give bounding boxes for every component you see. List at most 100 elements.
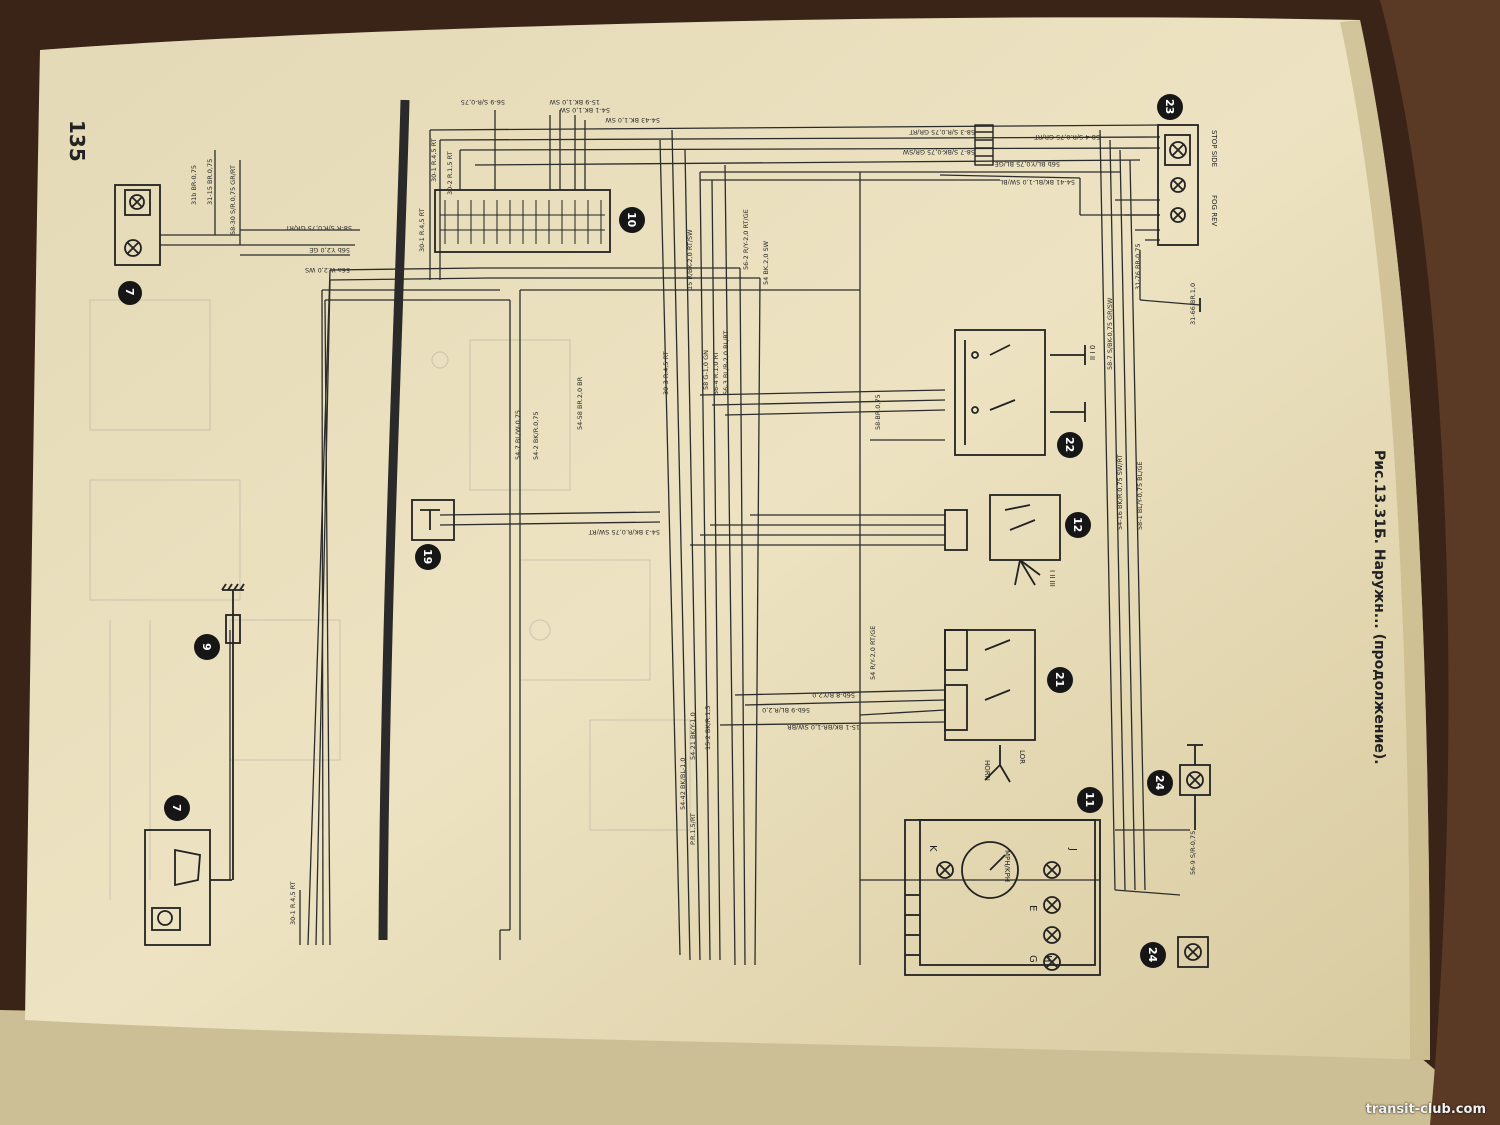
marker-12: 12: [1065, 512, 1091, 538]
label-lor: LOR: [1018, 750, 1026, 764]
marker-10: 10: [619, 207, 645, 233]
component-11-instrument-cluster: [904, 819, 1101, 976]
marker-12-text: 12: [1071, 517, 1084, 532]
label-w-15-9: 15-9 BK.1,0 SW: [549, 98, 600, 106]
label-w-56b-y: 56b Y.2,0 GE: [309, 246, 350, 254]
marker-9: 9: [194, 634, 220, 660]
label-j: J: [1067, 847, 1078, 851]
component-24-lamp-b: [1177, 936, 1209, 968]
component-7-unit: [144, 829, 232, 946]
marker-24b: 24: [1140, 942, 1166, 968]
component-labels: STOP SIDE FOG REV MPH/KPH HORN LOR K J E…: [927, 130, 1218, 963]
label-w-15-2: 15-2 BK/R.1,5: [704, 706, 712, 750]
label-w-58-bk: 58-BR.0,75: [874, 394, 882, 430]
marker-9-text: 9: [200, 643, 213, 651]
wire-bundle-vertical-fuse: [429, 110, 586, 280]
label-w-58-4b: 58-4 S/R.0,75 GR/RT: [1034, 133, 1100, 141]
label-w-15-rbk: 15 R/BK-2,0 RT/SW: [686, 229, 694, 290]
marker-17-text: 7: [123, 288, 136, 296]
right-page-stack: [1380, 0, 1500, 1125]
marker-21: 21: [1047, 667, 1073, 693]
label-w-56-9: 56-9 S/R-0,75: [461, 98, 505, 106]
wire-labels: 30-1 R.4,5 RT 30-2 R.1,5 RT 30-1 R.4,5 R…: [190, 98, 1197, 925]
component-22-switch: [954, 329, 1086, 456]
marker-24b-text: 24: [1146, 947, 1159, 963]
label-w-54-43: 54-43 BK.1,0 SW: [605, 116, 660, 124]
component-21-switch: [944, 629, 1036, 783]
label-w-58-3: 58-3 S/R.0,75 GR/RT: [909, 128, 975, 136]
marker-7: 7: [164, 795, 190, 821]
marker-19: 19: [415, 544, 441, 570]
component-17-lamp: [114, 184, 161, 266]
label-mph: MPH/KPH: [1003, 850, 1011, 882]
number-markers: 7 10 23 22 12 19 21 9 7 11 24 24: [118, 94, 1183, 968]
label-w-56-4: 56-4 R.1,0 RT: [712, 351, 720, 395]
label-w-30-1: 30-1 R.4,5 RT: [418, 208, 426, 252]
label-w-56-2: 56-2 R/Y-2,0 RT/GE: [742, 209, 750, 270]
label-w-58-30: 58-30 S/R.0,75 GR/RT: [229, 165, 237, 235]
label-w-31-66: 31-66 BR.1,0: [1189, 283, 1197, 325]
component-19-switch: [411, 499, 455, 541]
label-w-30-1-b: 30-1 R.4,5 RT: [289, 881, 297, 925]
wire-bundle-middle-vertical: [509, 129, 861, 966]
label-roman: I II III: [1048, 570, 1056, 587]
label-zero: 0 I II: [1088, 345, 1096, 360]
label-horn: HORN: [983, 760, 991, 781]
label-w-15-1: 15-1 BK/BR-1,0 SW/BR: [787, 723, 860, 731]
label-w-54-bk: 54 BK.2,0 SW: [762, 240, 770, 285]
label-w-54-16: 54-16 BK/R.0,75 SW/RT: [1116, 454, 1124, 530]
marker-11: 11: [1077, 787, 1103, 813]
component-12-switch: [944, 494, 1061, 586]
marker-24a: 24: [1147, 770, 1173, 796]
label-w-54-42: 54-42 BK/BL-1,0: [679, 757, 687, 810]
label-w-54-58: 54-58 BR.2,0 BR: [576, 376, 584, 430]
label-w-58: 58 G-1,0 GN: [702, 350, 710, 390]
marker-24a-text: 24: [1153, 775, 1166, 791]
separator-bar: [378, 99, 410, 941]
component-24-lamp-a: [1179, 744, 1211, 830]
marker-10-text: 10: [625, 212, 638, 228]
wire-bundle-to-switches: [160, 150, 1201, 960]
connector-23: [974, 124, 994, 166]
label-w-56b-9: 56b-9 BL/R.2,0: [762, 706, 810, 714]
label-w-58-7b: 58-7 S/BK-0,75 GR/SW: [1106, 297, 1114, 370]
watermark: transit-club.com: [1365, 1102, 1486, 1117]
label-w-30-3: 30-3 R.4,5 RT: [662, 351, 670, 395]
label-stop-side: STOP SIDE: [1210, 130, 1218, 167]
page-fold-shadow: [1340, 20, 1430, 1060]
marker-21-text: 21: [1053, 672, 1066, 687]
wire-bundle-main-horizontal: [322, 267, 860, 301]
marker-19-text: 19: [421, 549, 434, 564]
label-fog-rev: FOG REV: [1210, 195, 1218, 226]
marker-22-text: 22: [1063, 437, 1076, 452]
component-23-rear-lamp: [1157, 124, 1199, 246]
label-w-54-2: 54-2 BK/R.0,75: [532, 411, 540, 460]
marker-23: 23: [1157, 94, 1183, 120]
marker-7-text: 7: [170, 804, 183, 812]
label-g: G: [1027, 955, 1038, 963]
wire-bundle-right-vertical: [1099, 129, 1146, 891]
label-h: H: [1042, 955, 1053, 963]
label-w-30-2: 30-2 R.1,5 RT: [446, 151, 454, 195]
label-w-31b: 31b BR-0,75: [190, 165, 198, 205]
label-e: E: [1027, 905, 1038, 911]
label-w-p-r: P.R.1,5/RT: [689, 813, 697, 845]
marker-22: 22: [1057, 432, 1083, 458]
label-w-56-3: 56-3 BL/R-2,0 BL/RT: [722, 331, 730, 395]
marker-23-text: 23: [1163, 99, 1176, 114]
label-w-58-r: 58-R S/R.0,75 GR/RT: [286, 224, 352, 232]
label-w-56a: 56a W.2,0 WS: [305, 266, 350, 274]
label-w-31-76: 31-76 BR-0,75: [1134, 244, 1142, 290]
label-w-54-3: 54-3 BK/R.0,75 SW/RT: [589, 528, 660, 536]
label-w-54-7: 54-7 BL/W-0,75: [514, 410, 522, 460]
label-k: K: [927, 845, 938, 852]
label-w-54-41: 54-41 BK/BL-1,0 SW/BL: [999, 178, 1075, 186]
component-9-fuse: [221, 583, 245, 880]
figure-caption: Рис.13.31Б. Наружн... (продолжение).: [1371, 450, 1387, 765]
label-w-30-1-top: 30-1 R.4,5 RT: [430, 138, 438, 182]
label-w-58-1: 58-1 BL/Y-0,75 BL/GE: [1136, 461, 1144, 530]
marker-17: 7: [118, 281, 142, 305]
label-w-56b-8: 56b-8 R/Y.2,0: [812, 691, 855, 699]
label-w-31-15: 31-15 BR.0,75: [206, 159, 214, 205]
